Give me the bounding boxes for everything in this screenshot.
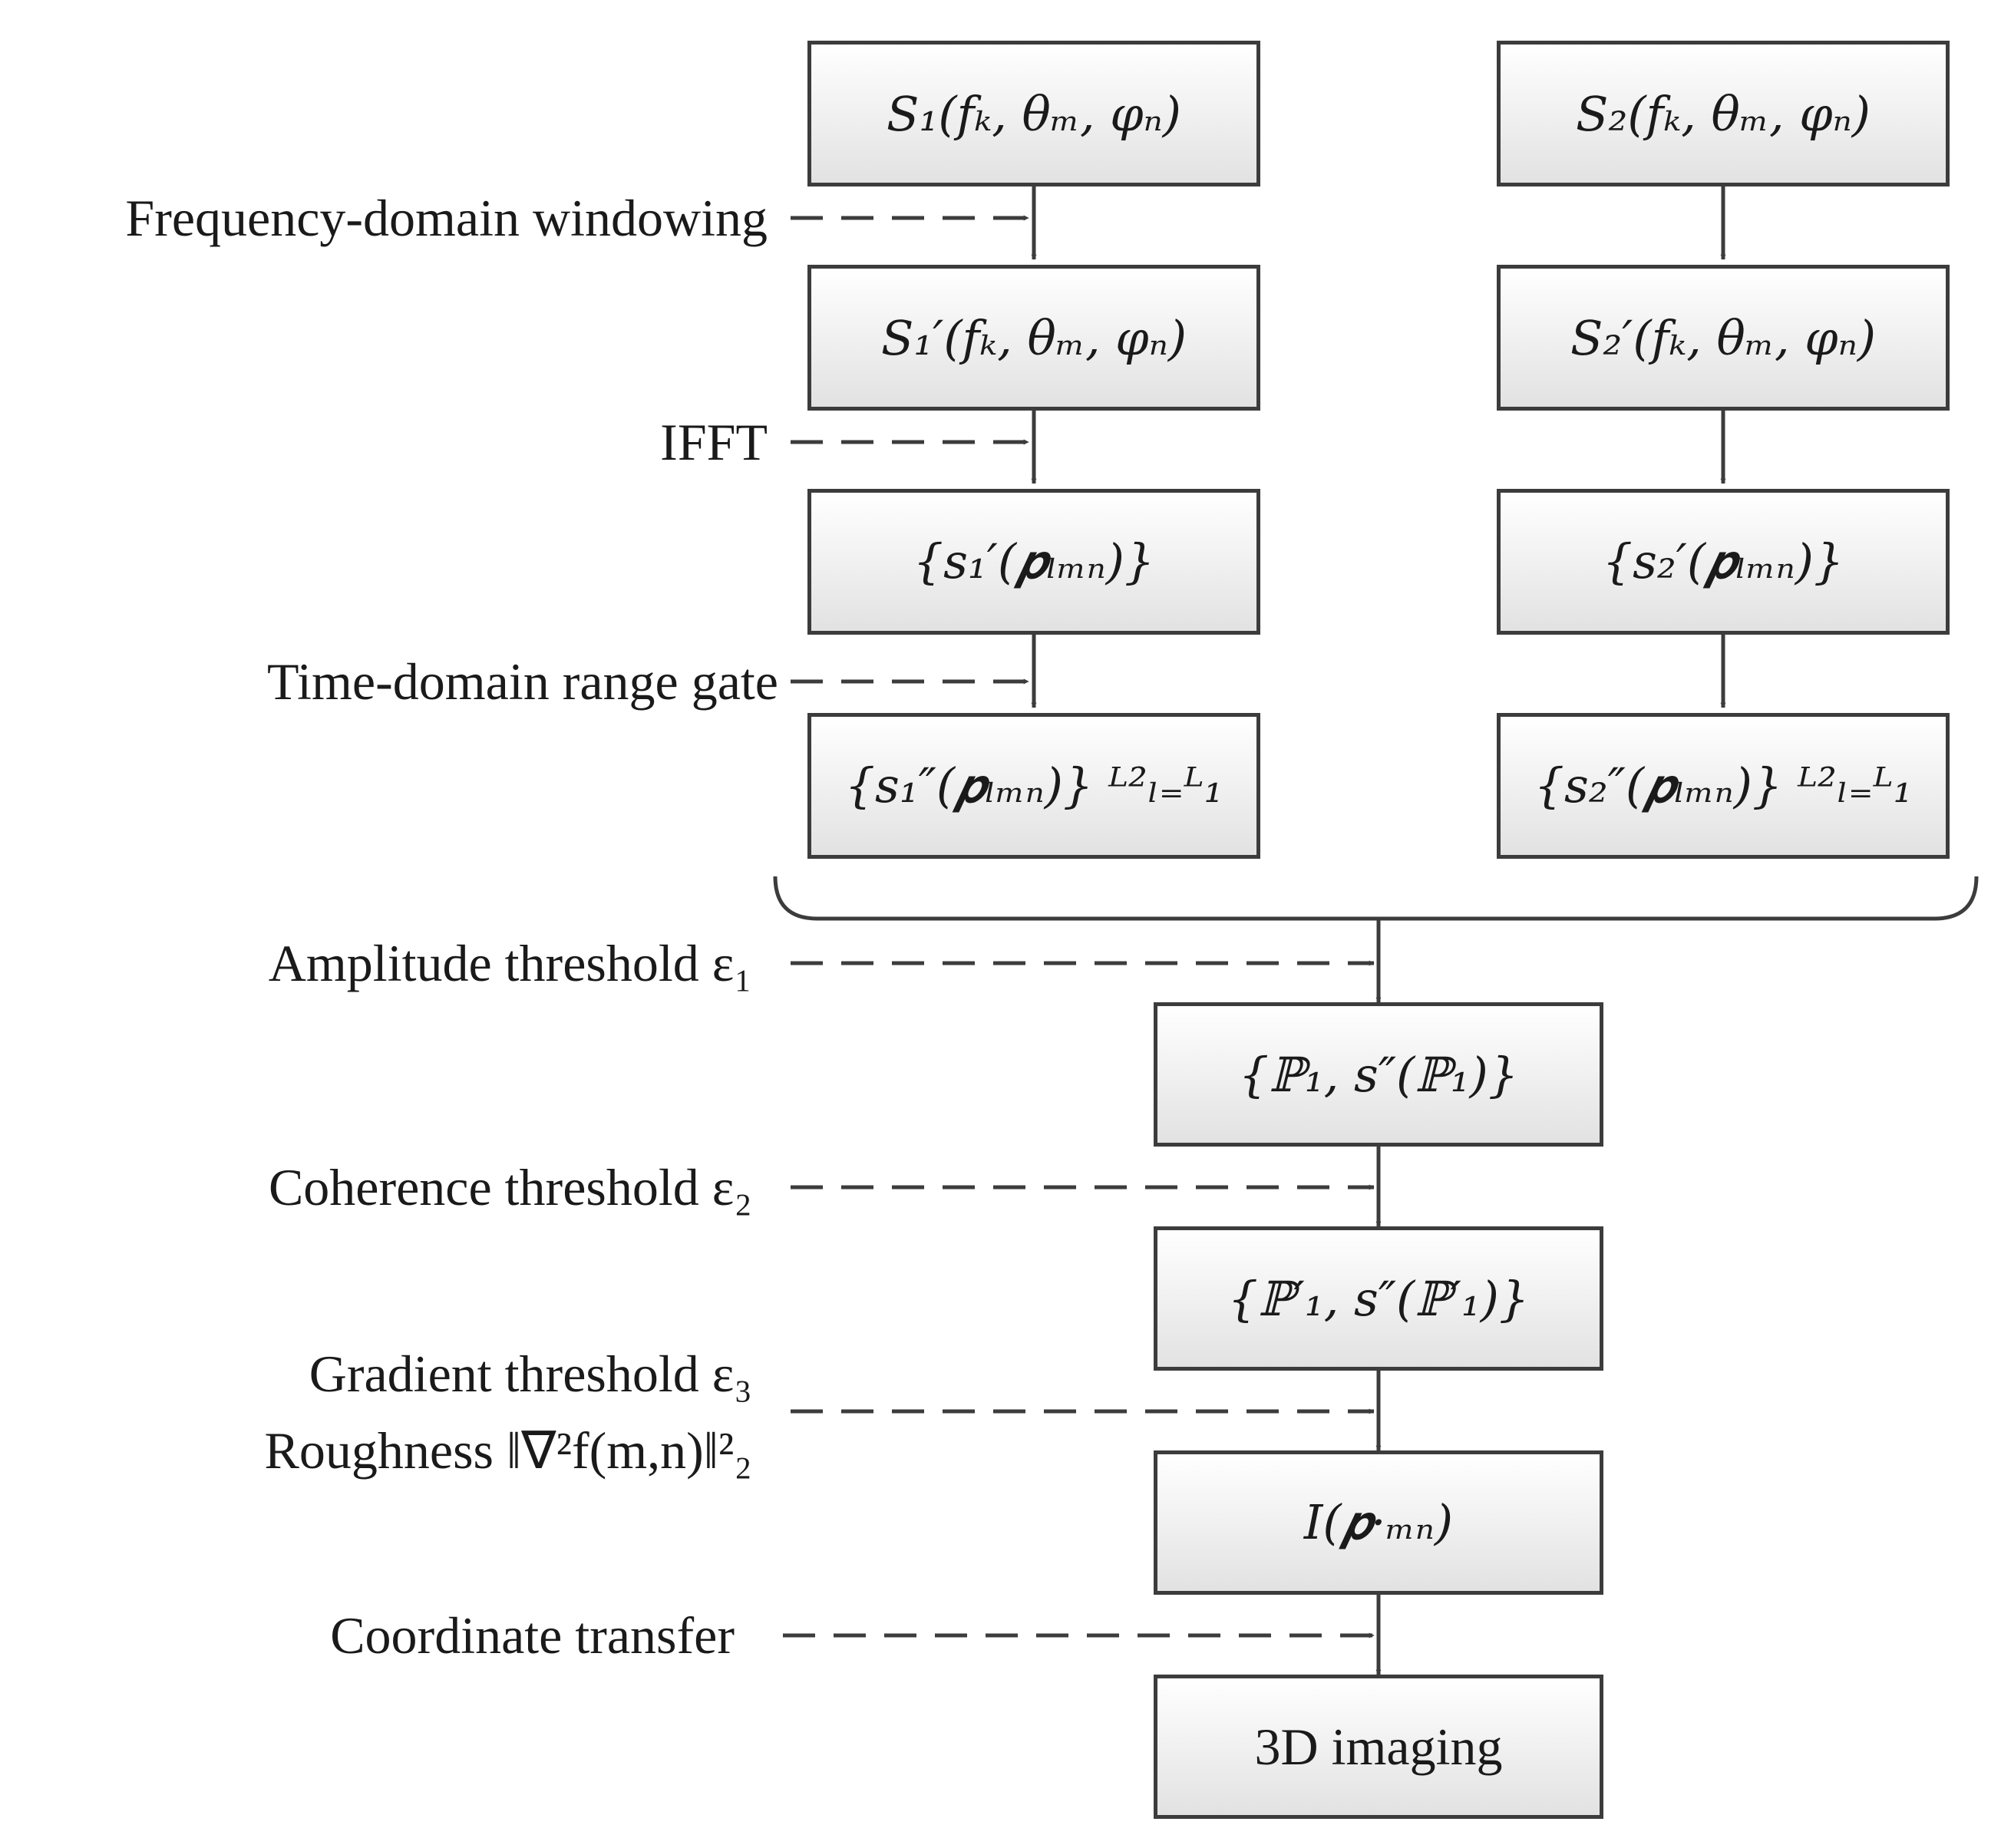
box-s2-time: {s₂′(𝒑ₗₘₙ)}	[1497, 489, 1950, 635]
box-image-intensity: I(𝒑·ₘₙ)	[1154, 1450, 1603, 1595]
box-p1-prime: {ℙ′₁, s″(ℙ′₁)}	[1154, 1226, 1603, 1371]
box-p1: {ℙ₁, s″(ℙ₁)}	[1154, 1002, 1603, 1147]
box-s2-gated: {s₂″(𝒑ₗₘₙ)} ᴸ²ₗ₌ᴸ₁	[1497, 713, 1950, 859]
label-amplitude: Amplitude threshold ε₁	[268, 934, 752, 992]
label-freq-window: Frequency-domain windowing	[125, 189, 768, 247]
label-coherence: Coherence threshold ε₂	[268, 1158, 752, 1216]
merge-brace	[773, 876, 1979, 921]
box-s1-prime: S₁′(fₖ, θₘ, φₙ)	[807, 265, 1260, 411]
box-s1-time: {s₁′(𝒑ₗₘₙ)}	[807, 489, 1260, 635]
label-ifft: IFFT	[660, 413, 768, 471]
box-3d-imaging: 3D imaging	[1154, 1675, 1603, 1819]
box-s2-prime: S₂′(fₖ, θₘ, φₙ)	[1497, 265, 1950, 411]
label-roughness: Roughness ‖∇²f(m,n)‖²₂	[264, 1421, 752, 1480]
box-s2: S₂(fₖ, θₘ, φₙ)	[1497, 41, 1950, 186]
label-range-gate: Time-domain range gate	[267, 652, 778, 711]
box-s1-gated: {s₁″(𝒑ₗₘₙ)} ᴸ²ₗ₌ᴸ₁	[807, 713, 1260, 859]
label-coord: Coordinate transfer	[330, 1606, 735, 1665]
box-s1: S₁(fₖ, θₘ, φₙ)	[807, 41, 1260, 186]
label-gradient: Gradient threshold ε₃	[309, 1345, 752, 1403]
